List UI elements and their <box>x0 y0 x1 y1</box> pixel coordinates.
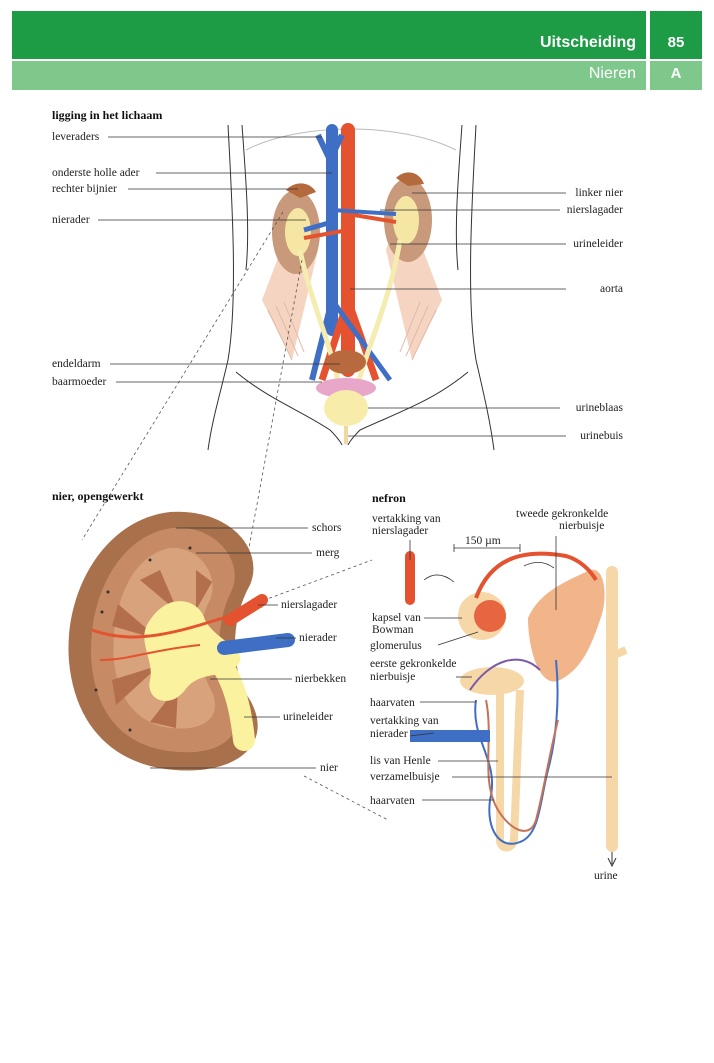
label-urine: urine <box>594 870 618 882</box>
kidney-section <box>68 511 295 771</box>
label-schors: schors <box>312 522 342 534</box>
label-tweede-2: nierbuisje <box>559 520 605 532</box>
label-haarvaten-1: haarvaten <box>370 697 415 709</box>
label-aorta: aorta <box>600 283 623 295</box>
label-lis-van-henle: lis van Henle <box>370 755 431 767</box>
kidney-leader-lines <box>150 527 316 769</box>
label-kapsel-2: Bowman <box>372 624 414 636</box>
body-kidneys <box>272 172 432 274</box>
subheader-bar <box>12 61 646 90</box>
label-vertakking-nierslagader-2: nierslagader <box>372 525 429 537</box>
nephron <box>405 544 628 868</box>
part-letter-tab <box>650 61 702 90</box>
label-haarvaten-2: haarvaten <box>370 795 415 807</box>
section-title: Nieren <box>588 65 636 82</box>
page-number: 85 <box>667 34 685 51</box>
nephron-leader-lines <box>409 536 612 801</box>
label-nierslagader: nierslagader <box>566 204 623 216</box>
label-leveraders: leveraders <box>52 131 100 143</box>
label-vertakking-nierader-2: nierader <box>370 728 408 740</box>
label-kidney-nierader: nierader <box>299 632 337 644</box>
header-bar <box>12 11 646 59</box>
page-number-tab <box>650 11 702 59</box>
label-merg: merg <box>316 547 340 559</box>
label-urinebuis: urinebuis <box>580 430 623 442</box>
label-kapsel-1: kapsel van <box>372 612 421 624</box>
label-tweede-1: tweede gekronkelde <box>516 508 609 520</box>
label-linker-nier: linker nier <box>575 187 623 199</box>
label-nier: nier <box>320 762 338 774</box>
label-onderste-holle-ader: onderste holle ader <box>52 167 140 179</box>
part-letter: A <box>670 65 682 82</box>
label-urineleider: urineleider <box>573 238 623 250</box>
scale-bar-label: 150 µm <box>465 535 501 547</box>
label-eerste-1: eerste gekronkelde <box>370 658 457 670</box>
label-kidney-urineleider: urineleider <box>283 711 333 723</box>
label-nierbekken: nierbekken <box>295 673 347 685</box>
label-glomerulus: glomerulus <box>370 640 422 652</box>
kidney-figure-title: nier, opengewerkt <box>52 489 144 503</box>
chapter-title: Uitscheiding <box>539 34 636 51</box>
label-urineblaas: urineblaas <box>575 402 623 414</box>
label-kidney-nierslagader: nierslagader <box>281 599 338 611</box>
body-figure-title: ligging in het lichaam <box>52 108 163 122</box>
label-baarmoeder: baarmoeder <box>52 376 107 388</box>
pelvic-organs <box>316 350 376 444</box>
nephron-figure-title: nefron <box>372 491 406 505</box>
label-nierader: nierader <box>52 214 90 226</box>
label-vertakking-nierader-1: vertakking van <box>370 715 439 727</box>
label-vertakking-nierslagader-1: vertakking van <box>372 513 441 525</box>
body-leader-lines <box>98 136 566 437</box>
label-rechter-bijnier: rechter bijnier <box>52 183 117 195</box>
label-eerste-2: nierbuisje <box>370 671 416 683</box>
body-vessels <box>297 123 403 391</box>
label-endeldarm: endeldarm <box>52 358 101 370</box>
label-verzamelbuisje: verzamelbuisje <box>370 771 440 783</box>
